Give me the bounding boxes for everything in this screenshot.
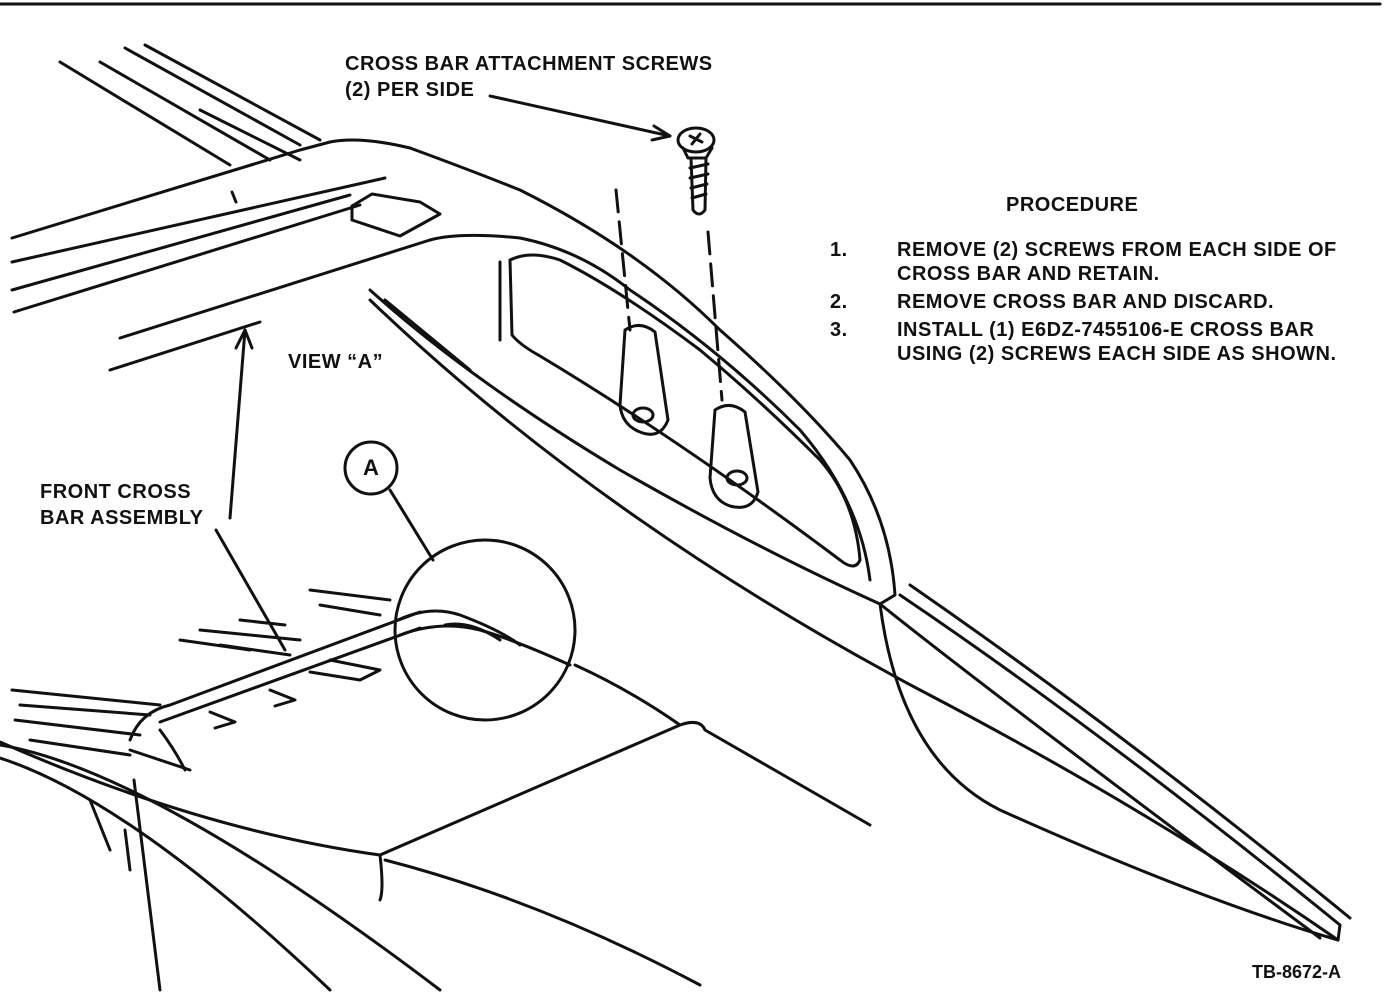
- roof-rail-lines: [58, 43, 322, 167]
- screw-centerlines: [614, 188, 724, 402]
- cross-bar-on-vehicle: [128, 610, 422, 772]
- callout-circle: [343, 440, 399, 496]
- screw-icon: [676, 126, 716, 216]
- view-a-label: VIEW “A”: [288, 351, 384, 373]
- front-cross-label-line2: BAR ASSEMBLY: [40, 507, 204, 529]
- step-number: 2.: [830, 291, 848, 313]
- roof-slats: [10, 588, 392, 757]
- step-text: REMOVE (2) SCREWS FROM EACH SIDE OF CROS…: [897, 239, 1337, 285]
- procedure-title: PROCEDURE: [1006, 194, 1139, 216]
- document-id: TB-8672-A: [1252, 962, 1342, 982]
- magnifier-circle: [393, 538, 577, 722]
- mounting-boss-left: [618, 324, 670, 436]
- screws-label-line2: (2) PER SIDE: [345, 79, 475, 101]
- vehicle-body: [0, 663, 872, 992]
- step-text: INSTALL (1) E6DZ-7455106-E CROSS BAR USI…: [897, 319, 1337, 365]
- screws-label-line1: CROSS BAR ATTACHMENT SCREWS: [345, 53, 713, 75]
- step-text: REMOVE CROSS BAR AND DISCARD.: [897, 291, 1275, 313]
- step-number: 1.: [830, 239, 848, 261]
- callout-a-label: A: [363, 455, 379, 480]
- cross-bar-enlarged: [10, 140, 442, 372]
- step-number: 3.: [830, 319, 848, 341]
- mounting-boss-right: [708, 404, 760, 509]
- leader-arrows: [214, 94, 672, 652]
- rail-taper: [368, 298, 1352, 942]
- front-cross-label-line1: FRONT CROSS: [40, 481, 192, 503]
- rail-end-support: [328, 138, 897, 606]
